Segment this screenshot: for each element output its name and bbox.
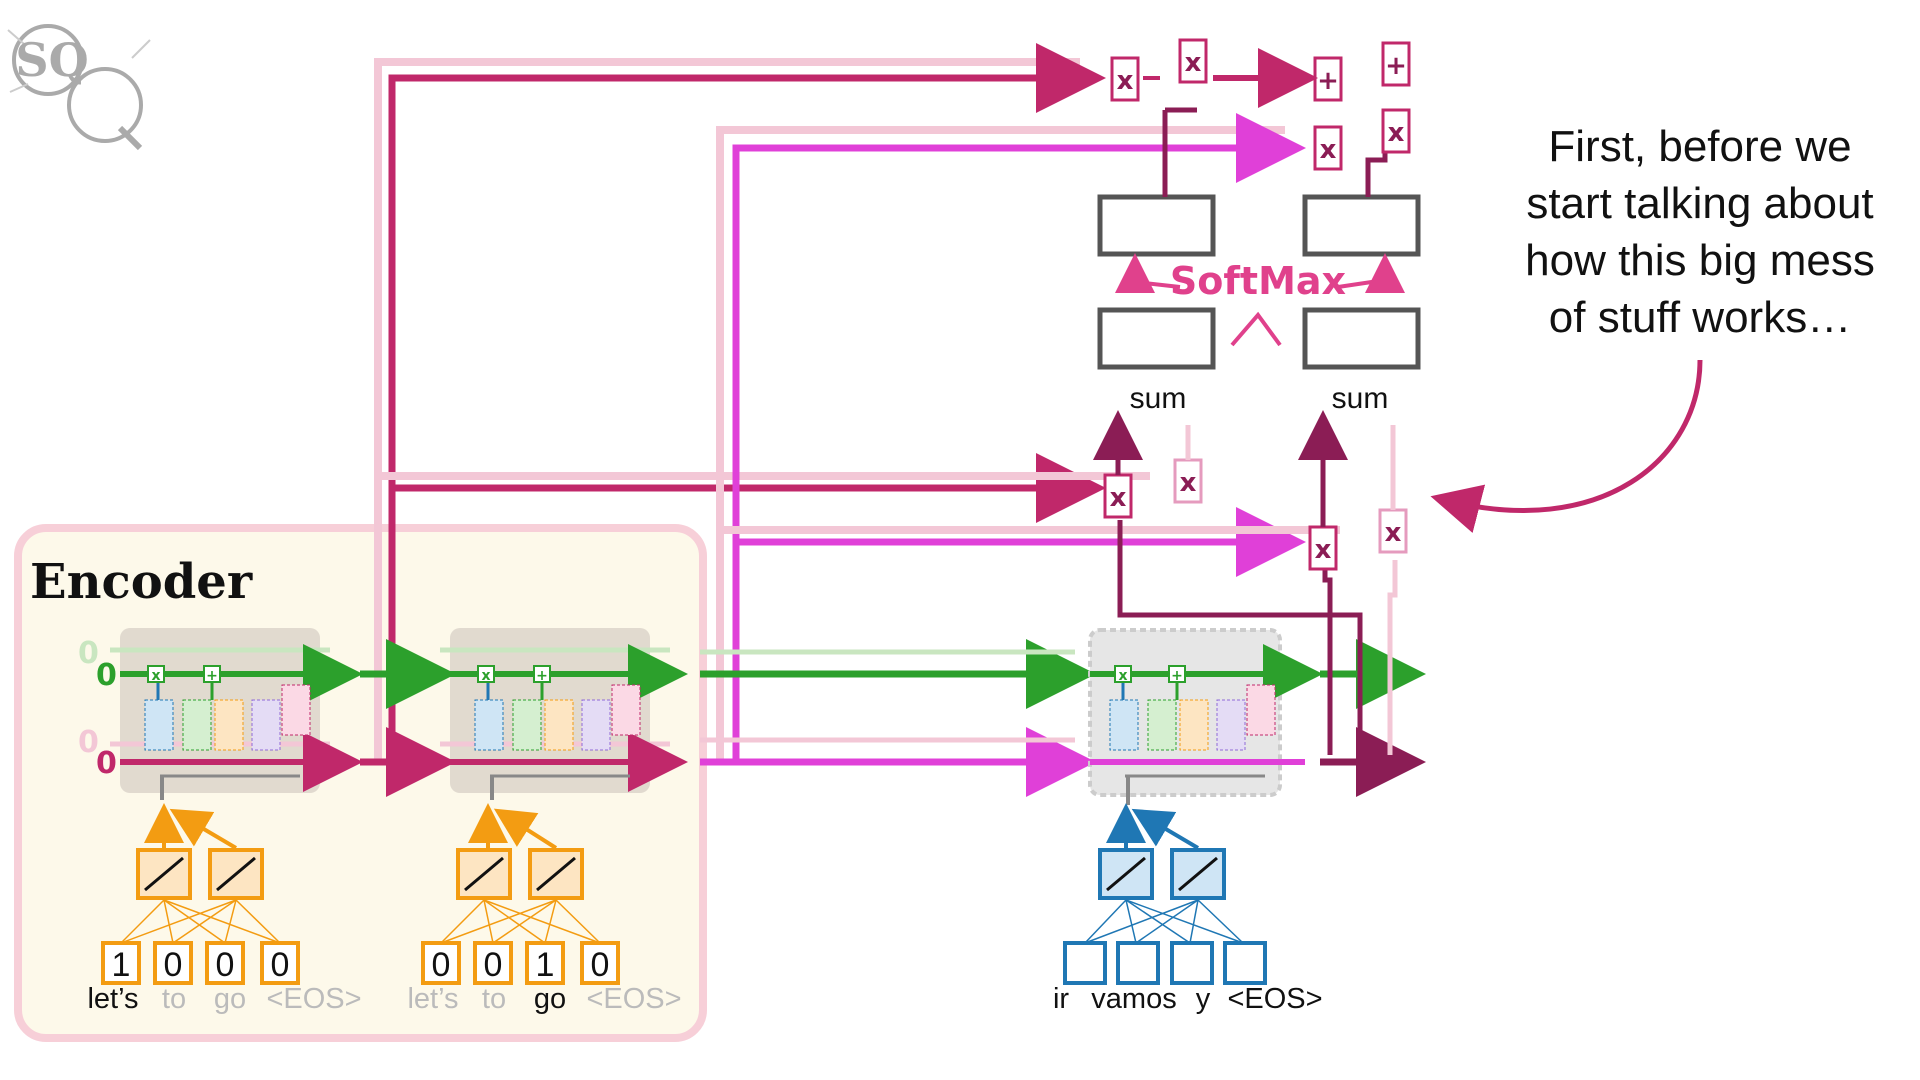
- sum-score-box-1: [1097, 307, 1216, 370]
- decoder-forget-gate: [1114, 665, 1132, 683]
- encoder-embedding-1: [101, 803, 300, 985]
- softmax-output-box-2: [1302, 194, 1421, 257]
- encoder-title: Encoder: [30, 554, 253, 610]
- encoder-embedding-2: [421, 803, 620, 985]
- one-hot-1-3: 0: [271, 946, 290, 984]
- initial-short-term: 0: [96, 746, 117, 781]
- add-op-1: +: [206, 668, 218, 684]
- encoder-lstm-unit-1: [110, 628, 363, 800]
- initial-long-term: 0: [96, 658, 117, 693]
- token-1-2: go: [214, 983, 246, 1015]
- caption-line-2: start talking about: [1526, 179, 1874, 228]
- weighted-multiply-2: x: [1185, 48, 1202, 78]
- decoder-token-1: vamos: [1091, 983, 1176, 1015]
- initial-short-term-faint: 0: [78, 725, 99, 760]
- token-1-3: <EOS>: [266, 983, 361, 1015]
- one-hot-1-1: 0: [164, 946, 183, 984]
- caption-line-3: how this big mess: [1525, 236, 1875, 285]
- caption-line-1: First, before we: [1548, 122, 1852, 171]
- one-hot-2-3: 0: [591, 946, 610, 984]
- decoder-token-2: y: [1196, 983, 1211, 1015]
- weighted-multiply-box-1: [1110, 56, 1140, 102]
- token-2-2: go: [534, 983, 566, 1015]
- token-1-1: to: [162, 983, 186, 1015]
- softmax-label: SoftMax: [1170, 259, 1346, 303]
- decoder-lstm-unit: [1088, 628, 1323, 805]
- forget-gate-multiply-2: [477, 665, 495, 683]
- token-2-0: let’s: [407, 983, 458, 1015]
- sum-score-box-2: [1302, 307, 1421, 370]
- weighted-multiply-3: x: [1320, 135, 1337, 165]
- caption: First, before we start talking about how…: [1490, 118, 1910, 346]
- sum-label-1: sum: [1130, 382, 1187, 415]
- forget-op-1: x: [151, 668, 160, 684]
- attention-connections: [374, 43, 1340, 760]
- softmax-output-box-1: [1097, 194, 1216, 257]
- sum-label-2: sum: [1332, 382, 1389, 415]
- similarity-multiply-4: x: [1385, 518, 1402, 548]
- token-1-0: let’s: [87, 983, 138, 1015]
- weighted-multiply-4: x: [1388, 118, 1405, 148]
- weighted-add-2: +: [1385, 51, 1407, 81]
- similarity-multiply-3: x: [1315, 535, 1332, 565]
- decoder-add-gate: [1168, 665, 1186, 683]
- one-hot-1-2: 0: [216, 946, 235, 984]
- decoder-forget-op: x: [1118, 668, 1127, 684]
- token-2-3: <EOS>: [586, 983, 681, 1015]
- decoder-token-0: ir: [1053, 983, 1069, 1015]
- one-hot-1-0: 1: [112, 946, 131, 984]
- one-hot-2-0: 0: [432, 946, 451, 984]
- weighted-multiply-box-2: [1178, 38, 1208, 84]
- token-2-1: to: [482, 983, 506, 1015]
- one-hot-2-2: 1: [536, 946, 555, 984]
- add-op-2: +: [536, 668, 548, 684]
- initial-long-term-faint: 0: [78, 636, 99, 671]
- decoder-token-3: <EOS>: [1227, 983, 1322, 1015]
- caption-line-4: of stuff works…: [1548, 293, 1852, 342]
- weighted-add-box-2: [1381, 41, 1411, 87]
- weighted-multiply-1: x: [1117, 66, 1134, 96]
- attention-similarity: [1103, 458, 1408, 571]
- input-gate-add-2: [533, 665, 551, 683]
- statquest-logo: SQ: [7, 24, 151, 151]
- similarity-multiply-2: x: [1180, 468, 1197, 498]
- logo-text: SQ: [15, 33, 88, 87]
- weighted-add-1: +: [1317, 66, 1339, 96]
- weighted-multiply-box-4: [1381, 108, 1411, 154]
- decoder-embedding: [1063, 803, 1267, 985]
- encoder-lstm-unit-2: [440, 628, 688, 800]
- caption-pointer-arrow: [1430, 359, 1703, 533]
- one-hot-2-1: 0: [484, 946, 503, 984]
- similarity-multiply-1: x: [1110, 483, 1127, 513]
- forget-op-2: x: [481, 668, 490, 684]
- input-gate-add-1: [203, 665, 221, 683]
- forget-gate-multiply-1: [147, 665, 165, 683]
- weighted-multiply-box-3: [1313, 125, 1343, 171]
- decoder-add-op: +: [1171, 668, 1183, 684]
